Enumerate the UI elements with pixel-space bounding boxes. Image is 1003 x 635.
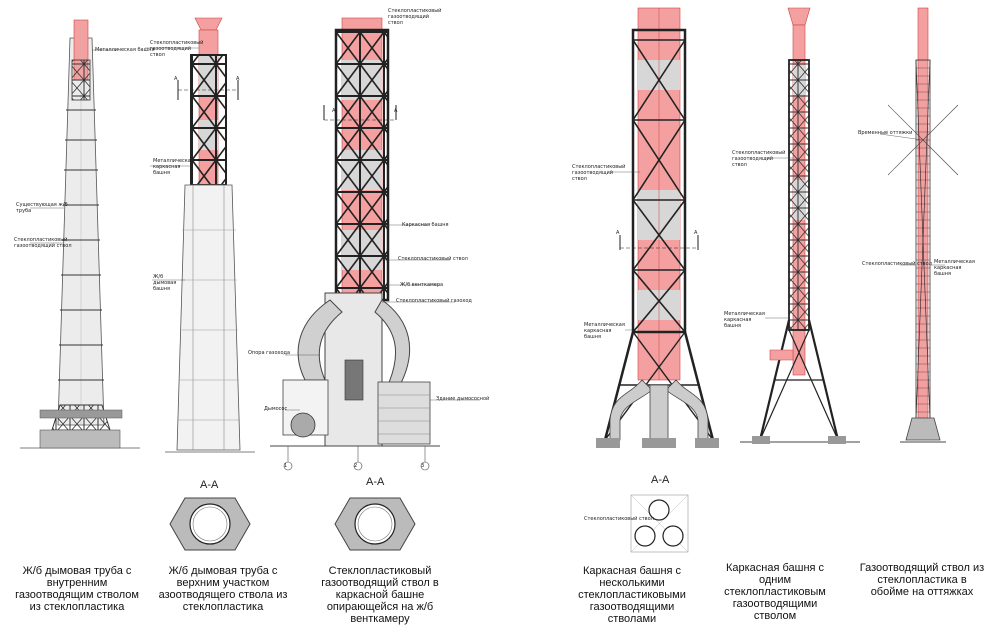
axis-mark-3: 3 xyxy=(421,463,425,469)
caption-line: Каркасная башня с xyxy=(725,562,825,574)
label-fiberglass-flue-5: Стеклопластиковый газоотводящий ствол xyxy=(732,150,786,168)
caption-panel-1: Ж/б дымовая труба с внутренним газоотвод… xyxy=(2,565,152,613)
section-mark-left-2: А xyxy=(174,76,178,82)
caption-panel-3: Стеклопластиковый газоотводящий ствол в … xyxy=(305,565,455,625)
caption-line: стволами xyxy=(607,613,657,625)
label-metal-frame-tower-5: Металлическая каркасная башня xyxy=(724,311,765,329)
label-fiberglass-flue-4: Стеклопластиковый газоотводящий ствол xyxy=(572,164,626,182)
label-metal-frame-tower-2: Металлическая каркасная башня xyxy=(153,158,194,176)
label-fiberglass-flue-3: Стеклопластиковый газоотводящий ствол xyxy=(388,8,442,26)
label-existing-rc-pipe: Существующая ж/б труба xyxy=(16,202,68,214)
caption-line: Газоотводящий ствол из xyxy=(859,562,985,574)
caption-line: опирающейся на ж/б xyxy=(326,601,434,613)
caption-line: каркасной башне xyxy=(335,589,425,601)
caption-line: азоотводящего ствола из xyxy=(158,589,288,601)
caption-line: газоотводящим стволом xyxy=(15,589,139,601)
axis-mark-1: 1 xyxy=(284,463,288,469)
label-metal-frame-tower-4: Металлическая каркасная башня xyxy=(584,322,625,340)
label-metal-frame-tower-6: Металлическая каркасная башня xyxy=(934,259,975,277)
label-exhauster-building: Здание дымососной xyxy=(436,396,490,402)
caption-line: одним xyxy=(758,574,792,586)
panel-6-drawing xyxy=(887,7,959,443)
caption-line: стеклопластиковыми xyxy=(578,589,686,601)
caption-line: из стеклопластика xyxy=(29,601,125,613)
caption-line: газоотводящими xyxy=(732,598,818,610)
panel-3-drawing xyxy=(270,17,440,551)
caption-line: обойме на оттяжках xyxy=(870,586,974,598)
label-fiberglass-stem-4: Стеклопластиковый ствол xyxy=(584,516,654,522)
label-metal-tower-1: Металлическая башня xyxy=(95,47,155,53)
caption-line: несколькими xyxy=(599,577,665,589)
label-rc-vent-chamber: Ж/б венткамера xyxy=(400,282,444,288)
section-mark-left-3: А xyxy=(332,108,336,114)
label-temporary-guys: Временные оттяжки xyxy=(858,130,913,136)
section-title-2: А-А xyxy=(200,479,219,491)
caption-panel-5: Каркасная башня с одним стеклопластиковы… xyxy=(710,562,840,622)
caption-panel-6: Газоотводящий ствол из стеклопластика в … xyxy=(843,562,1001,598)
label-frame-tower-3: Каркасная башня xyxy=(402,222,449,228)
caption-line: верхним участком xyxy=(176,577,270,589)
caption-line: Стеклопластиковый xyxy=(328,565,432,577)
leader-lines xyxy=(30,47,945,411)
caption-line: венткамеру xyxy=(350,613,410,625)
section-mark-right-4: А xyxy=(694,230,698,236)
label-duct-support: Опора газохода xyxy=(248,350,291,356)
section-mark-right-2: А xyxy=(236,76,240,82)
section-mark-left-4: А xyxy=(616,230,620,236)
panel-5-drawing xyxy=(740,7,860,444)
label-fiberglass-duct: Стеклопластиковый газоход xyxy=(396,298,472,304)
caption-line: газоотводящими xyxy=(589,601,675,613)
panel-4-drawing xyxy=(596,7,719,553)
caption-panel-2: Ж/б дымовая труба с верхним участком азо… xyxy=(148,565,298,613)
caption-line: внутренним xyxy=(46,577,108,589)
label-fiberglass-stem-6: Стеклопластиковый ствол xyxy=(862,261,932,267)
label-fiberglass-flue-1: Стеклопластиковый газоотводящий ствол xyxy=(14,237,72,249)
section-title-3: А-А xyxy=(366,476,385,488)
caption-line: стеклопластика xyxy=(182,601,264,613)
axis-mark-2: 2 xyxy=(354,463,358,469)
caption-line: Ж/б дымовая труба с xyxy=(22,565,132,577)
panel-2-drawing xyxy=(165,17,255,551)
section-title-4: А-А xyxy=(651,474,670,486)
section-mark-right-3: А xyxy=(394,108,398,114)
label-exhauster: Дымосос xyxy=(264,406,288,412)
caption-line: газоотводящий ствол в xyxy=(321,577,439,589)
caption-line: Каркасная башня с xyxy=(582,565,682,577)
label-rc-tower-2: Ж/б дымовая башня xyxy=(153,274,177,292)
caption-panel-4: Каркасная башня с несколькими стеклоплас… xyxy=(562,565,702,625)
panel-1-drawing xyxy=(20,19,140,449)
caption-line: Ж/б дымовая труба с xyxy=(168,565,278,577)
label-fiberglass-stem-3: Стеклопластиковый ствол xyxy=(398,256,468,262)
label-fiberglass-flue-2: Стеклопластиковый газоотводящий ствол xyxy=(150,40,204,58)
caption-line: стволом xyxy=(753,610,797,622)
caption-line: стеклопластиковым xyxy=(724,586,826,598)
caption-line: стеклопластика в xyxy=(877,574,967,586)
